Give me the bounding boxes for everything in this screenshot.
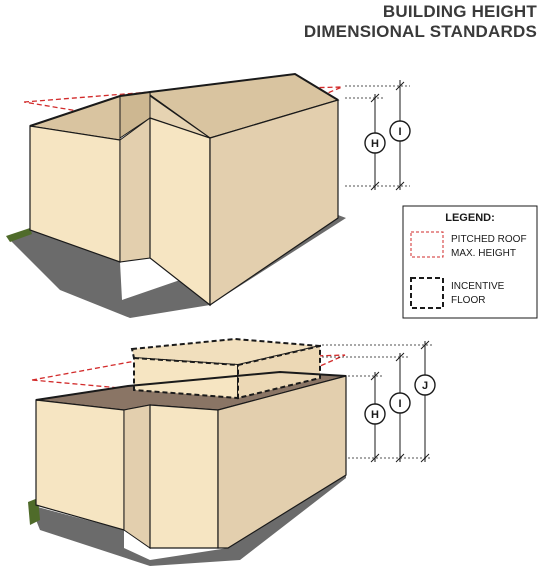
bottom-wall-side <box>217 375 347 549</box>
dim-i-label-bottom: I <box>398 398 401 410</box>
dim-j-label-bottom: J <box>422 380 428 392</box>
bottom-pitched-roof-line <box>31 354 346 399</box>
legend: LEGEND: PITCHED ROOF MAX. HEIGHT INCENTI… <box>402 205 538 319</box>
top-ground-shadow <box>8 215 346 318</box>
dim-h-circle-top <box>364 132 386 154</box>
top-wall-front <box>149 117 211 307</box>
legend-pitched-line1: PITCHED ROOF <box>451 234 527 245</box>
top-eave-outline <box>29 72 339 127</box>
dim-h-label-top: H <box>371 138 379 150</box>
top-dimensions: H I <box>345 80 411 191</box>
top-wall-inner <box>119 117 151 263</box>
bottom-ground-shadow <box>30 470 346 566</box>
title-line-2: DIMENSIONAL STANDARDS <box>303 22 537 41</box>
legend-box <box>402 205 538 319</box>
bottom-wall-inner <box>123 404 151 549</box>
legend-heading: LEGEND: <box>445 212 495 224</box>
dim-j-circle-bottom <box>414 374 436 396</box>
bottom-building <box>28 337 347 566</box>
bottom-wall-front <box>149 404 219 549</box>
dim-i-circle-bottom <box>389 392 411 414</box>
title-line-1: BUILDING HEIGHT <box>382 2 537 21</box>
top-building <box>6 72 346 318</box>
dim-h-circle-bottom <box>364 403 386 425</box>
legend-pitched-line2: MAX. HEIGHT <box>451 248 516 259</box>
legend-incentive-swatch <box>410 277 444 309</box>
bottom-roof-outline <box>35 370 347 401</box>
bottom-dimensions: H I J <box>322 340 436 463</box>
top-wall-side <box>209 99 339 307</box>
page-title: BUILDING HEIGHT DIMENSIONAL STANDARDS <box>304 2 537 42</box>
incentive-floor-top <box>130 337 321 367</box>
legend-pitched-swatch <box>410 231 444 258</box>
dim-i-circle-top <box>389 120 411 142</box>
dim-i-label-top: I <box>398 126 401 138</box>
dim-h-label-bottom: H <box>371 409 379 421</box>
legend-incentive-line1: INCENTIVE <box>451 281 505 292</box>
top-grass-edge <box>6 228 32 242</box>
legend-incentive-line2: FLOOR <box>451 295 485 306</box>
